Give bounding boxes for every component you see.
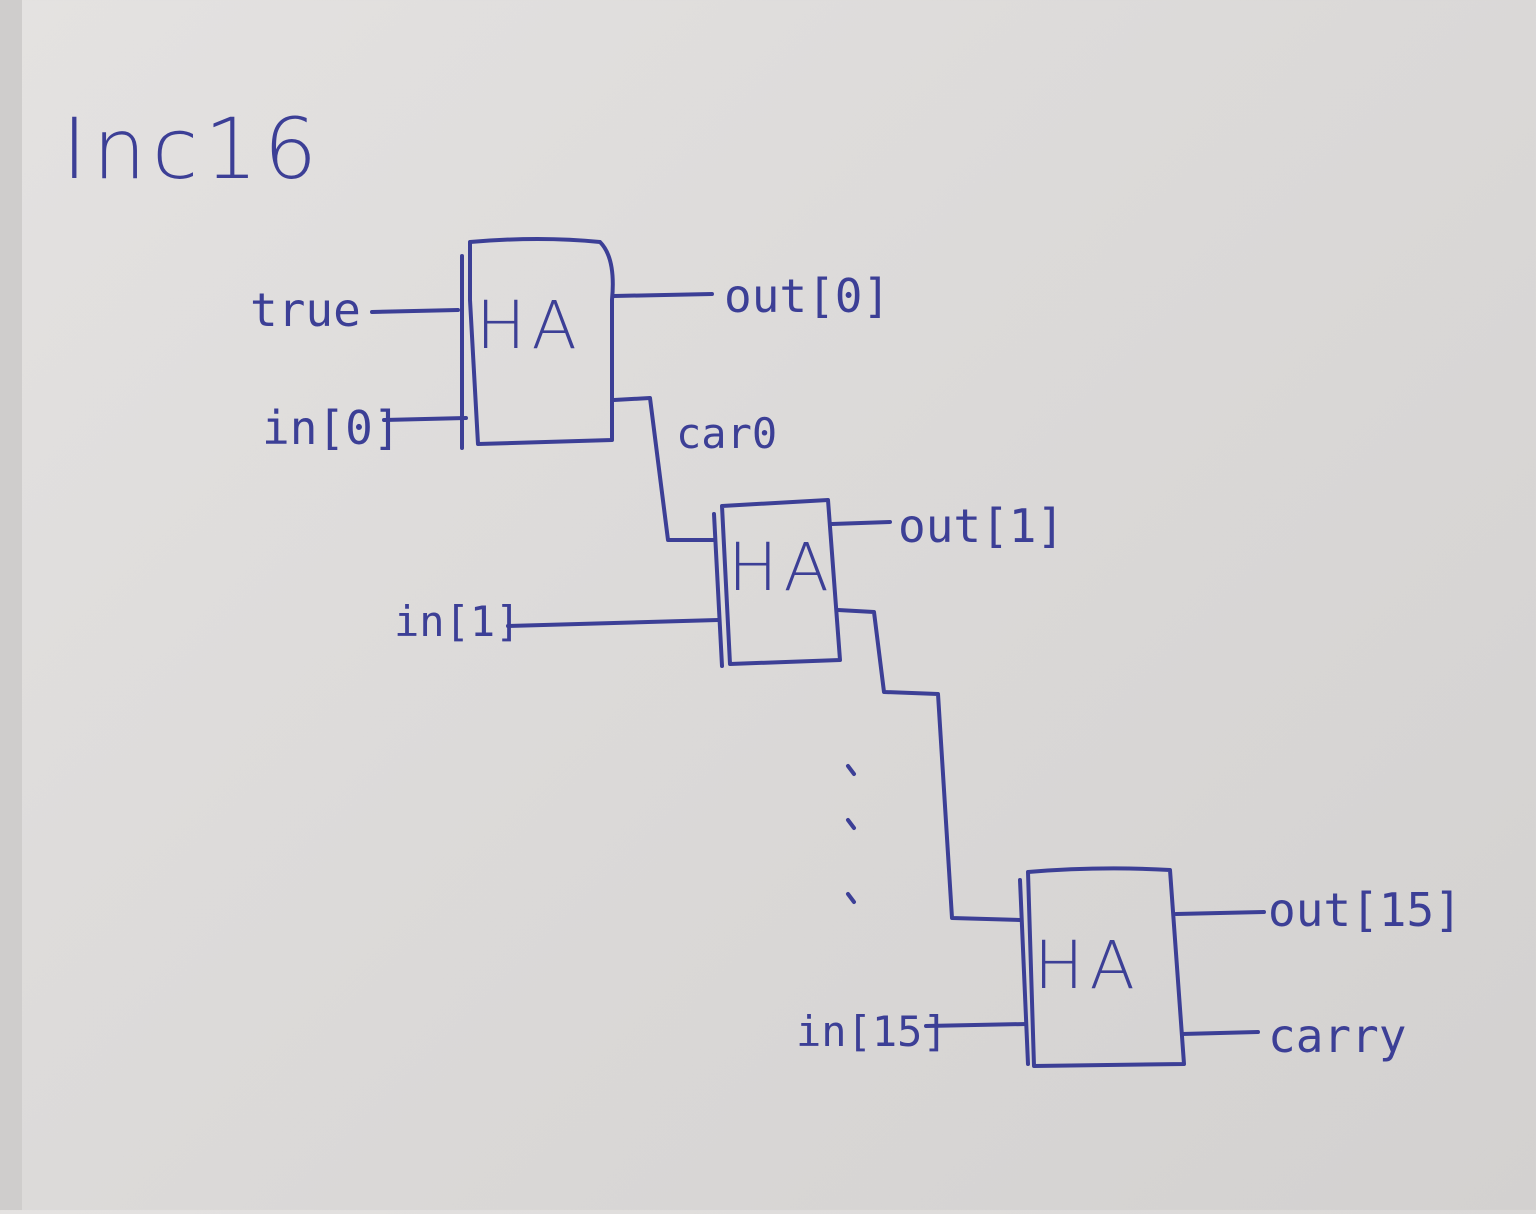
wire-ha1-sum xyxy=(830,520,892,526)
wire-true-to-ha0 xyxy=(370,308,460,314)
label-carry: carry xyxy=(1268,1009,1406,1063)
half-adder-1-box xyxy=(712,498,842,668)
ellipsis-continuation xyxy=(846,764,856,904)
wire-ha0-sum xyxy=(612,292,714,298)
diagram-title: Inc16 xyxy=(62,100,323,198)
half-adder-0-label: HA xyxy=(476,287,583,364)
label-out0: out[0] xyxy=(724,269,890,323)
label-in15: in[15] xyxy=(796,1007,948,1056)
label-car0: car0 xyxy=(676,409,777,458)
paper-edge-shadow xyxy=(0,0,22,1210)
wire-carry-chain xyxy=(836,608,1022,922)
wire-ha15-sum xyxy=(1174,910,1266,916)
label-in0: in[0] xyxy=(262,401,400,455)
ellipsis-dot-1 xyxy=(846,764,856,776)
ellipsis-dot-3 xyxy=(846,892,856,904)
label-in1: in[1] xyxy=(394,597,520,646)
half-adder-0-box xyxy=(460,237,615,450)
wire-in15-to-ha15 xyxy=(924,1022,1028,1028)
wire-in1-to-ha1 xyxy=(506,618,720,628)
half-adder-1-label: HA xyxy=(728,529,835,606)
wire-in0-to-ha0 xyxy=(382,416,468,422)
half-adder-15: HA xyxy=(1018,866,1186,1068)
label-out1: out[1] xyxy=(898,499,1064,553)
half-adder-15-label: HA xyxy=(1034,927,1141,1004)
label-true-input: true xyxy=(250,283,361,337)
label-out15: out[15] xyxy=(1268,883,1462,937)
wire-ha0-carry-to-ha1 xyxy=(612,396,716,542)
ellipsis-dot-2 xyxy=(846,818,856,830)
half-adder-0: HA xyxy=(460,237,615,450)
half-adder-15-box xyxy=(1018,866,1186,1068)
half-adder-1: HA xyxy=(712,498,842,668)
wire-ha15-carry xyxy=(1180,1030,1260,1036)
